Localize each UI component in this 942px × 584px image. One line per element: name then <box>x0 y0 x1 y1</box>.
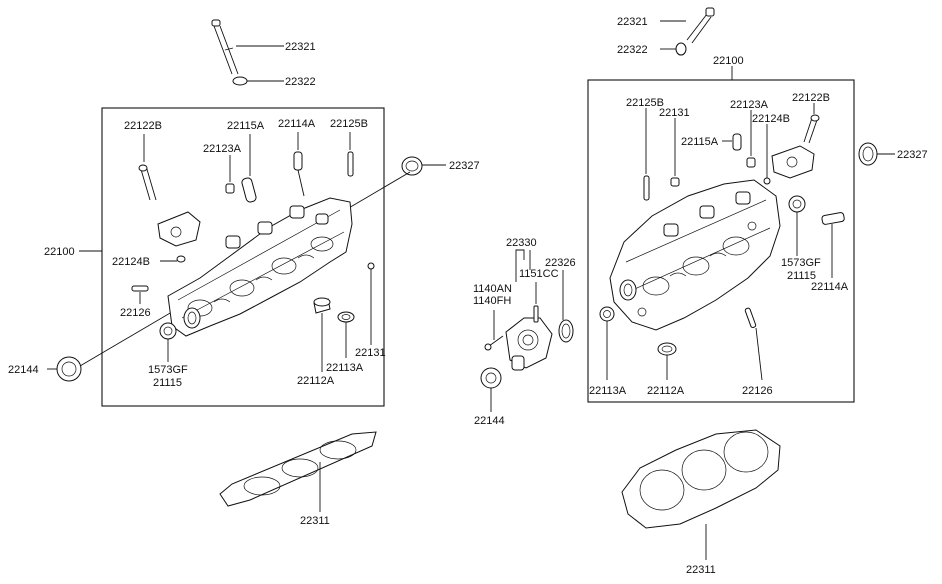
left-cap <box>225 183 235 194</box>
right-dowel <box>803 114 820 144</box>
right-seal-1573 <box>788 195 806 213</box>
left-head-bolt <box>211 19 239 75</box>
center-o-ring <box>558 319 574 343</box>
label-right-cap: 22123A <box>730 99 769 111</box>
label-right-pin-b: 22125B <box>626 97 664 109</box>
left-bracket <box>157 211 201 247</box>
right-assembly: 22321 22322 22100 22125B 22131 22123A 22… <box>587 7 928 576</box>
label-left-head: 22100 <box>44 246 75 258</box>
right-bracket <box>771 145 815 179</box>
center-bolt <box>484 335 504 351</box>
right-stud <box>670 177 680 187</box>
label-left-seal-113: 22113A <box>326 362 364 374</box>
left-cylinder-head <box>167 197 353 337</box>
leader-left-pin-a-2 <box>297 169 305 197</box>
left-seal-112 <box>313 297 331 314</box>
label-right-bolt: 22321 <box>617 16 648 28</box>
label-right-seal-112: 22112A <box>647 385 685 397</box>
left-seal-113 <box>337 311 355 323</box>
label-right-washer: 22322 <box>617 44 648 56</box>
left-assembly: 22321 22322 22122B 22115A 22114A 22125B … <box>8 19 480 527</box>
label-center-o-ring: 22326 <box>545 257 576 269</box>
right-washer <box>675 42 687 56</box>
left-stud <box>367 262 375 270</box>
center-oil-seal <box>480 367 502 389</box>
leader-right-pin-126 <box>755 327 763 381</box>
right-seal-112 <box>657 342 677 356</box>
right-plug <box>858 142 878 166</box>
center-assembly: 22330 1140AN 1140FH 1151CC 22326 22144 <box>473 237 576 427</box>
left-small-pin <box>176 255 186 263</box>
left-pin-126 <box>131 285 149 292</box>
right-assembly-frame <box>587 79 855 403</box>
label-right-plug: 22327 <box>897 149 928 161</box>
left-oil-seal <box>56 356 82 382</box>
right-small-pin <box>763 177 771 185</box>
label-right-gasket: 22311 <box>686 564 716 576</box>
label-left-bolt: 22321 <box>285 41 316 53</box>
left-plug <box>401 156 423 176</box>
label-center-oil-seal: 22144 <box>474 415 505 427</box>
label-right-pin-a: 22114A <box>811 281 849 293</box>
left-valve-seal <box>241 177 257 203</box>
label-left-washer: 22322 <box>285 76 316 88</box>
label-right-seal-113: 22113A <box>589 385 627 397</box>
left-dowel <box>138 164 157 201</box>
label-right-stud: 22131 <box>659 107 690 119</box>
label-left-plug: 22327 <box>449 160 480 172</box>
label-right-seal-1573-sub: 21115 <box>787 270 816 282</box>
left-assembly-frame <box>101 107 385 407</box>
label-right-small-pin: 22124B <box>752 113 790 125</box>
left-gasket <box>219 431 377 507</box>
center-stud <box>533 305 539 323</box>
label-left-pin-126: 22126 <box>120 307 151 319</box>
label-right-pin-126: 22126 <box>742 385 773 397</box>
label-center-housing: 22330 <box>506 237 537 249</box>
right-cap <box>746 157 756 168</box>
left-pin-b <box>347 151 354 177</box>
label-center-stud: 1151CC <box>519 268 559 280</box>
center-housing <box>505 317 553 371</box>
label-left-small-pin: 22124B <box>112 256 150 268</box>
label-left-pin-a: 22114A <box>278 118 316 130</box>
left-seal-1573 <box>159 322 177 340</box>
label-left-stud: 22131 <box>355 347 386 359</box>
right-valve-seal <box>732 133 742 151</box>
label-right-seal: 22115A <box>681 136 719 148</box>
label-left-seal-112: 22112A <box>297 375 335 387</box>
label-left-dowel: 22122B <box>124 120 162 132</box>
right-pin-126 <box>744 307 757 329</box>
label-right-dowel: 22122B <box>792 92 830 104</box>
label-left-cap: 22123A <box>203 143 242 155</box>
label-right-seal-1573: 1573GF <box>781 257 821 269</box>
left-washer <box>232 76 248 86</box>
center-bracket-line <box>515 249 525 282</box>
label-left-seal: 22115A <box>227 120 265 132</box>
label-center-bolt-an: 1140AN <box>473 283 512 295</box>
right-cylinder-head <box>609 179 781 331</box>
right-pin-a <box>821 212 845 225</box>
label-left-oil-seal: 22144 <box>8 364 39 376</box>
right-seal-113 <box>599 306 615 322</box>
label-left-pin-b: 22125B <box>330 118 368 130</box>
right-pin-b <box>643 175 650 201</box>
label-center-bolt-fh: 1140FH <box>473 295 511 307</box>
label-left-seal-1573-sub: 21115 <box>153 377 182 389</box>
label-left-seal-1573: 1573GF <box>148 364 188 376</box>
label-left-gasket: 22311 <box>300 515 330 527</box>
right-gasket <box>621 429 781 529</box>
right-head-bolt <box>686 7 715 44</box>
left-pin-a <box>293 151 303 171</box>
label-right-head: 22100 <box>713 55 744 67</box>
